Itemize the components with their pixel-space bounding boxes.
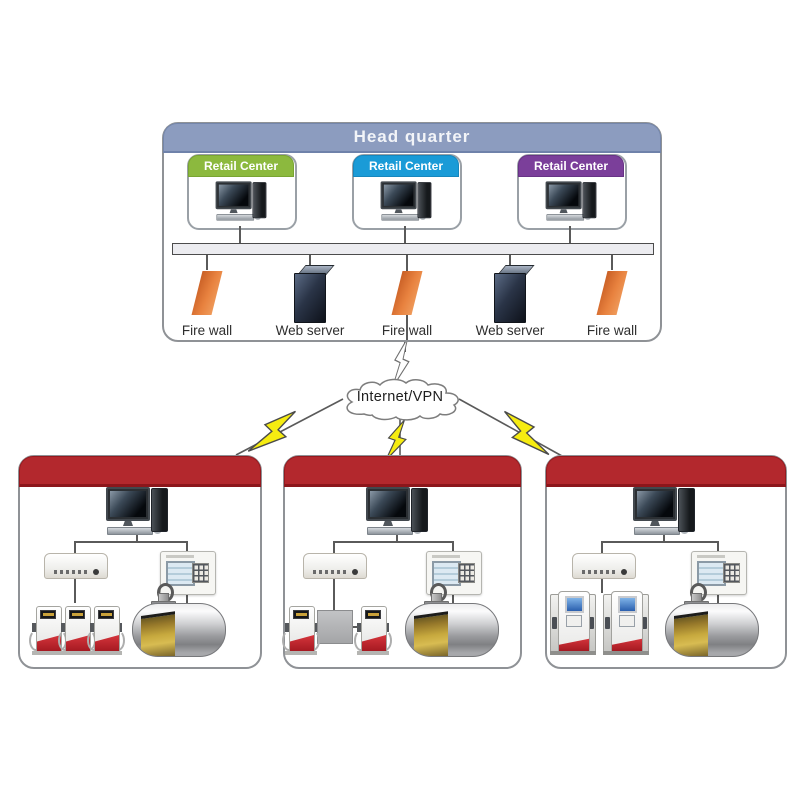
connector-line [206, 255, 208, 270]
desktop-computer-icon [633, 487, 695, 535]
tank-gauge-console-icon [160, 551, 216, 595]
connector-line [333, 541, 453, 543]
server-tower-icon [494, 264, 535, 323]
branch-station-box-1 [18, 455, 262, 669]
desktop-computer-icon [106, 487, 168, 535]
fuel-pump-icon [354, 601, 392, 655]
branch-header-bar [19, 456, 261, 487]
fuel-tank-icon [132, 583, 226, 657]
fuel-pump-icon [87, 601, 125, 655]
connector-line [404, 226, 406, 243]
connector-line [74, 541, 76, 553]
connector-line [717, 593, 719, 609]
fuel-tank-icon [405, 583, 499, 657]
cloud-label: Internet/VPN [356, 389, 444, 405]
lightning-bolt-icon [247, 410, 296, 452]
web-server-label: Web server [275, 323, 345, 338]
internet-vpn-cloud: Internet/VPN [336, 376, 464, 422]
connector-line [186, 541, 188, 551]
fuel-pump-icon [58, 601, 96, 655]
connector-line [452, 541, 454, 551]
branch-station-box-2 [282, 455, 522, 669]
firewall-icon [391, 271, 423, 315]
desktop-computer-icon [215, 181, 267, 221]
junction-box-icon [317, 610, 353, 644]
server-tower-icon [294, 264, 335, 323]
desktop-computer-icon [380, 181, 432, 221]
branch-header-bar [284, 456, 521, 487]
retail-center-box-1: Retail Center [187, 154, 297, 230]
connector-line [601, 541, 718, 543]
fuel-dispenser-icon [550, 591, 596, 655]
connector-line [74, 541, 187, 543]
pos-controller-icon [303, 553, 367, 579]
fuel-pump-icon [282, 601, 320, 655]
firewall-icon [596, 271, 628, 315]
connector-line [396, 535, 398, 542]
lan-bus-bar [172, 243, 654, 255]
fuel-dispenser-icon [603, 591, 649, 655]
headquarters-box: Head quarter Retail Center Retail Center… [162, 122, 662, 342]
connector-line [333, 541, 335, 553]
firewall-label: Fire wall [586, 323, 638, 338]
tank-gauge-console-icon [426, 551, 482, 595]
desktop-computer-icon [545, 181, 597, 221]
firewall-label: Fire wall [181, 323, 233, 338]
connector-line [333, 577, 335, 612]
connector-line [309, 255, 311, 270]
retail-center-box-3: Retail Center [517, 154, 627, 230]
connector-line [601, 577, 603, 593]
connector-line [458, 398, 563, 457]
connector-line [663, 535, 665, 542]
branch-station-box-3 [545, 455, 787, 669]
retail-center-title: Retail Center [518, 155, 624, 177]
firewall-label: Fire wall [381, 323, 433, 338]
headquarters-title: Head quarter [163, 123, 661, 153]
connector-line [569, 226, 571, 243]
pos-controller-icon [572, 553, 636, 579]
connector-line [186, 593, 188, 609]
pos-controller-icon [44, 553, 108, 579]
retail-center-title: Retail Center [188, 155, 294, 177]
connector-line [235, 398, 344, 456]
branch-header-bar [546, 456, 786, 487]
connector-line [136, 535, 138, 542]
connector-line [74, 577, 76, 603]
connector-line [452, 593, 454, 609]
connector-line [717, 541, 719, 551]
connector-line [611, 255, 613, 270]
retail-center-title: Retail Center [353, 155, 459, 177]
connector-line [239, 226, 241, 243]
cloud-icon [346, 378, 459, 421]
web-server-label: Web server [475, 323, 545, 338]
fuel-tank-icon [665, 583, 759, 657]
tank-gauge-console-icon [691, 551, 747, 595]
lightning-bolt-icon [503, 410, 550, 456]
connector-line [509, 255, 511, 270]
desktop-computer-icon [366, 487, 428, 535]
firewall-icon [191, 271, 223, 315]
retail-center-box-2: Retail Center [352, 154, 462, 230]
connector-line [601, 541, 603, 553]
